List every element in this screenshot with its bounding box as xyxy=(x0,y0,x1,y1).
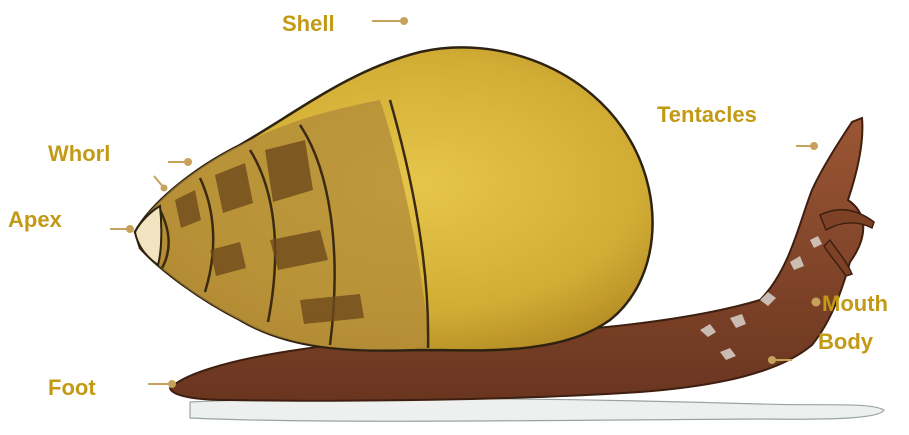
pointer-tentacles xyxy=(796,142,818,150)
shell-apex xyxy=(135,206,161,265)
label-body: Body xyxy=(818,330,873,354)
shell-whorls xyxy=(135,100,430,350)
ground-shadow xyxy=(190,398,884,421)
pointer-mouth xyxy=(812,298,821,307)
pointer-shell xyxy=(372,17,408,25)
label-foot: Foot xyxy=(48,376,96,400)
label-whorl: Whorl xyxy=(48,142,110,166)
pointer-apex xyxy=(110,225,134,233)
label-mouth: Mouth xyxy=(822,292,888,316)
pointer-foot xyxy=(148,380,176,388)
label-apex: Apex xyxy=(8,208,62,232)
label-tentacles: Tentacles xyxy=(657,103,757,127)
label-shell: Shell xyxy=(282,12,335,36)
